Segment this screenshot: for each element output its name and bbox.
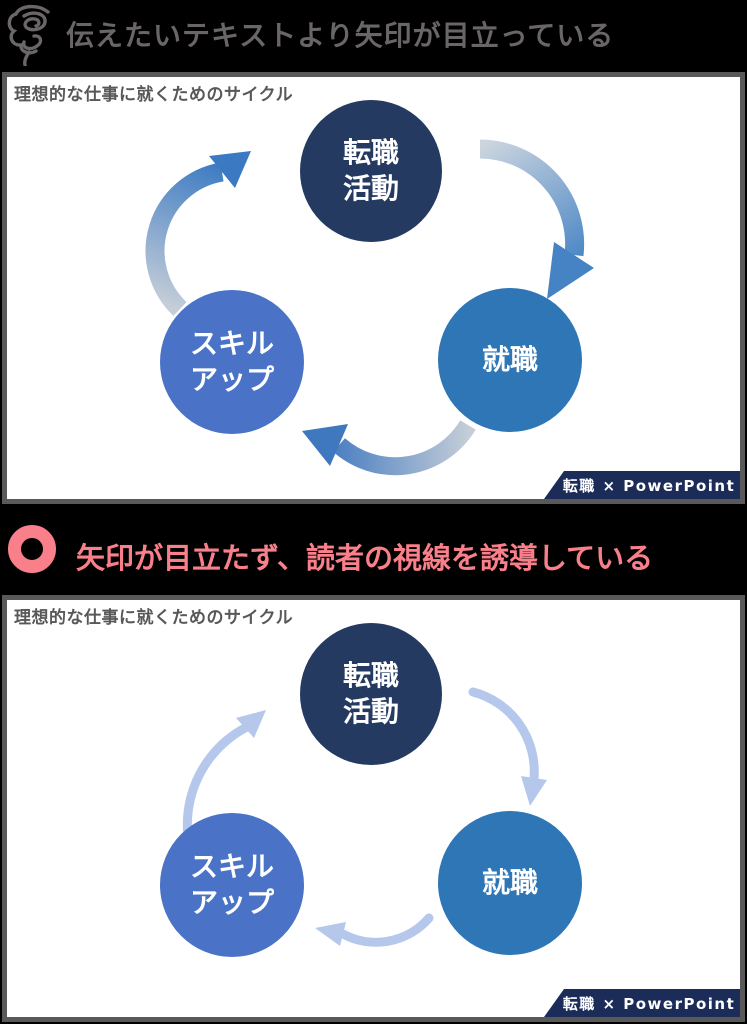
arrow-right-to-left (338, 913, 434, 947)
arrow-top-to-right (468, 687, 539, 783)
good-example-title: 矢印が目立たず、読者の視線を誘導している (76, 541, 654, 575)
bad-example-header: 伝えたいテキストより矢印が目立っている (0, 0, 747, 72)
circle-label-line: 転職 (342, 136, 399, 169)
slide-title: 理想的な仕事に就くためのサイクル (14, 85, 294, 105)
good-example-header: 矢印が目立たず、読者の視線を誘導している (0, 504, 747, 595)
circle-label-line: 就職 (481, 343, 538, 376)
brand-badge: 転職 × PowerPoint (544, 989, 740, 1017)
arrow-left-to-top-head (209, 151, 251, 188)
circle-label-line: アップ (189, 886, 274, 919)
circle-label-line: スキル (189, 327, 274, 360)
arrow-top-to-right (479, 139, 585, 257)
arrow-right-to-left (333, 420, 476, 476)
good-mark-circle-icon (8, 525, 56, 573)
slide-title: 理想的な仕事に就くためのサイクル (14, 608, 294, 628)
circle-job-change-activity: 転職 活動 (300, 623, 442, 765)
circle-label-line: アップ (189, 363, 274, 396)
circle-job-change-activity: 転職 活動 (300, 100, 442, 242)
slide-bad-arrows-dominant: 理想的な仕事に就くためのサイクル 転職 活動 (2, 72, 745, 504)
circle-label-line: 活動 (342, 695, 399, 728)
circle-label-line: 転職 (342, 659, 399, 692)
circle-label-line: 就職 (481, 866, 538, 899)
circle-label-line: スキル (189, 850, 274, 883)
arrow-top-to-right-head (521, 776, 547, 806)
arrow-left-to-top-head (236, 710, 266, 738)
cycle-arrows-thick (145, 139, 594, 476)
arrow-top-to-right-head (547, 242, 594, 299)
circle-label-line: 活動 (342, 172, 399, 205)
circle-employment: 就職 (438, 811, 582, 955)
cycle-arrows-thin (182, 687, 547, 947)
arrow-right-to-left-head (315, 922, 346, 946)
circle-skill-up: スキル アップ (160, 290, 304, 434)
arrow-left-to-top (145, 162, 224, 316)
brand-badge: 転職 × PowerPoint (544, 471, 740, 499)
circle-employment: 就職 (438, 288, 582, 432)
arrow-right-to-left-head (302, 424, 348, 466)
scribble-confusion-icon (7, 4, 50, 66)
circle-skill-up: スキル アップ (160, 813, 304, 957)
bad-example-title: 伝えたいテキストより矢印が目立っている (66, 19, 615, 52)
slide-good-subtle-arrows: 理想的な仕事に就くためのサイクル 転職 活動 就職 スキル アップ 転職 × P… (2, 595, 745, 1022)
